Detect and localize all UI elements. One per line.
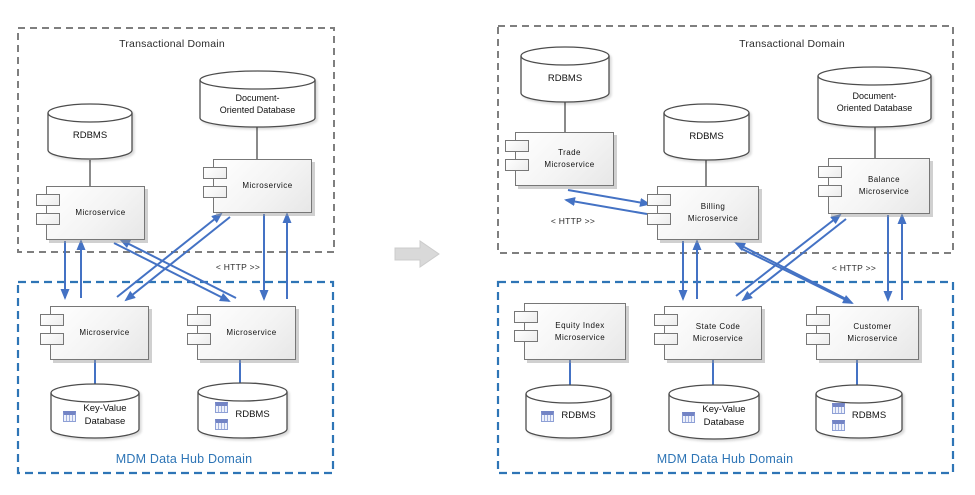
- microservice-component-bottom-left: Microservice: [40, 306, 149, 360]
- table-icon: [682, 411, 696, 423]
- port-icon: [203, 167, 227, 179]
- mdm-domain-title-left: MDM Data Hub Domain: [115, 452, 253, 466]
- port-icon: [505, 140, 529, 152]
- database-cylinder-docdb-left: Document-Oriented Database: [199, 70, 316, 128]
- table-icon: [541, 411, 555, 422]
- database-cylinder-rdbms-trade: RDBMS: [520, 46, 610, 103]
- database-cylinder-rdbms-billing: RDBMS: [663, 103, 750, 161]
- database-cylinder-docdb-right: Document-Oriented Database: [817, 66, 932, 128]
- http-arrows: [60, 189, 907, 304]
- table-icon: [63, 410, 77, 422]
- database-cylinder-rdbms-top-left: RDBMS: [47, 103, 133, 160]
- microservice-component-bottom-right: Microservice: [187, 306, 296, 360]
- port-icon: [806, 314, 830, 326]
- table-icon: [831, 402, 845, 414]
- transactional-domain-title-right: Transactional Domain: [739, 38, 845, 50]
- microservice-component-top-left: Microservice: [36, 186, 145, 240]
- database-cylinder-rdbms-customer: RDBMS: [815, 384, 903, 439]
- port-icon: [647, 213, 671, 225]
- transform-arrow-icon: [394, 240, 440, 268]
- mdm-domain-box-left: [16, 280, 335, 475]
- port-icon: [806, 333, 830, 345]
- port-icon: [505, 159, 529, 171]
- port-icon: [40, 314, 64, 326]
- port-icon: [203, 186, 227, 198]
- transactional-domain-title-left: Transactional Domain: [119, 38, 225, 50]
- port-icon: [654, 314, 678, 326]
- database-cylinder-rdbms-equity: RDBMS: [525, 384, 612, 439]
- gray-connectors: [89, 102, 876, 186]
- table-icon: [215, 418, 229, 430]
- transactional-domain-box-right: [497, 25, 954, 254]
- http-label-left: < HTTP >>: [215, 262, 261, 272]
- port-icon: [36, 194, 60, 206]
- port-icon: [36, 213, 60, 225]
- table-icon: [831, 419, 845, 431]
- http-label-right-bottom: < HTTP >>: [831, 263, 877, 273]
- port-icon: [654, 333, 678, 345]
- port-icon: [818, 185, 842, 197]
- table-icon: [215, 401, 229, 413]
- port-icon: [818, 166, 842, 178]
- http-label-right-top: < HTTP >>: [550, 216, 596, 226]
- microservice-component-top-right: Microservice: [203, 159, 312, 213]
- blue-connectors: [94, 358, 858, 389]
- port-icon: [40, 333, 64, 345]
- database-cylinder-rdbms-bottom-left: RDBMS: [197, 382, 288, 439]
- mdm-domain-title-right: MDM Data Hub Domain: [656, 452, 794, 466]
- transactional-domain-box-left: [17, 27, 335, 253]
- port-icon: [514, 311, 538, 323]
- mdm-domain-box-right: [496, 280, 955, 475]
- port-icon: [514, 330, 538, 342]
- port-icon: [187, 333, 211, 345]
- port-icon: [187, 314, 211, 326]
